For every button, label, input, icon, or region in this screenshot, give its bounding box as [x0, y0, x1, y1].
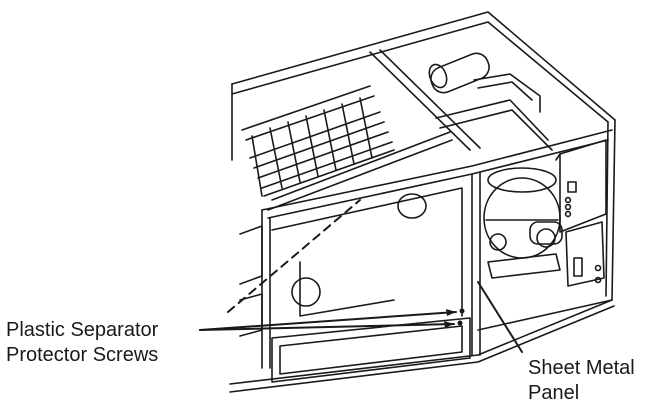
fan-motors — [239, 193, 427, 337]
callout-sheet-metal-line2: Panel — [528, 382, 580, 404]
leader-lines — [199, 281, 523, 353]
screw-markers — [444, 308, 465, 328]
compressor-assembly — [428, 52, 563, 279]
dashed-guide-line — [227, 199, 361, 313]
callout-separator-line2: Protector Screws — [6, 344, 159, 366]
evaporator-coil — [241, 49, 481, 211]
callout-sheet-metal-line1: Sheet Metal — [528, 357, 635, 379]
callout-separator-line1: Plastic Separator — [6, 319, 159, 341]
control-box — [555, 139, 607, 287]
cabinet-frame — [229, 11, 616, 393]
